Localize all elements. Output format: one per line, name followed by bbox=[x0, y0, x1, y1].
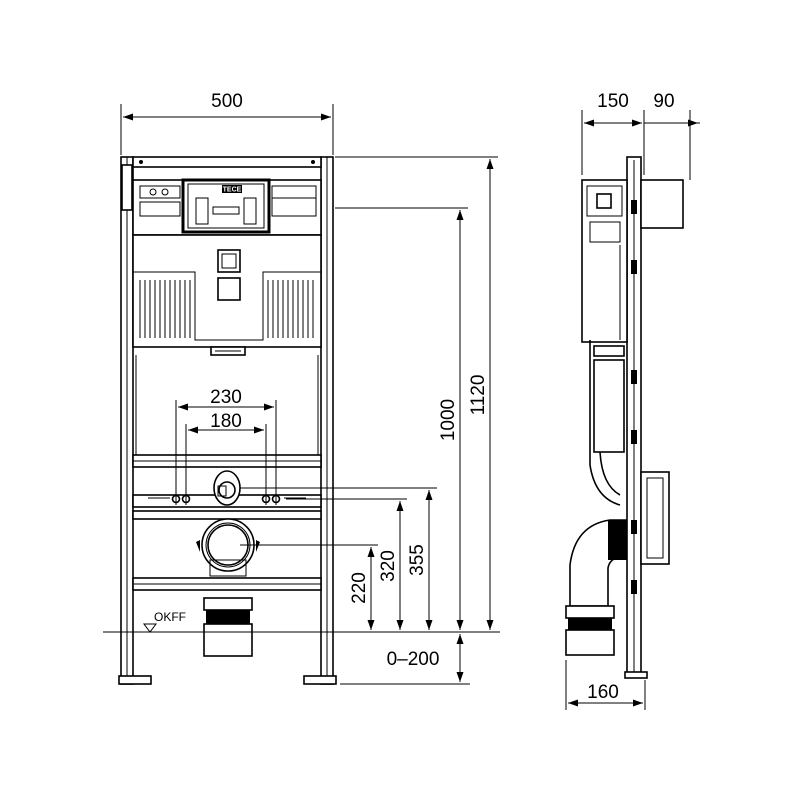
front-view: TECE bbox=[118, 156, 337, 685]
dim-label-90: 90 bbox=[653, 91, 674, 112]
dim-label-1120: 1120 bbox=[468, 375, 489, 416]
side-waste-pipe bbox=[565, 629, 615, 656]
dim-label-220: 220 bbox=[349, 572, 370, 604]
front-left-foot bbox=[118, 675, 152, 685]
floor-level-label: OKFF bbox=[154, 610, 186, 624]
dim-label-320: 320 bbox=[378, 550, 399, 582]
dim-label-500: 500 bbox=[211, 91, 243, 112]
brand-text: TECE bbox=[223, 187, 242, 194]
side-foot bbox=[624, 671, 648, 679]
dim-label-150: 150 bbox=[597, 91, 629, 112]
inspection-square-bottom bbox=[217, 277, 241, 301]
dim-label-160: 160 bbox=[587, 682, 619, 703]
dim-label-1000: 1000 bbox=[438, 399, 459, 441]
side-rear-bracket bbox=[640, 471, 670, 565]
dim-label-adjust: 0–200 bbox=[387, 649, 440, 670]
dim-label-230: 230 bbox=[210, 387, 242, 408]
dim-label-355: 355 bbox=[407, 544, 428, 576]
side-top-bracket bbox=[640, 179, 684, 229]
brand-logo bbox=[222, 185, 242, 193]
front-top-rail bbox=[132, 156, 322, 168]
inspection-square-top bbox=[217, 249, 241, 273]
floor-level-marker bbox=[143, 623, 157, 633]
side-view bbox=[565, 156, 684, 679]
dim-label-180: 180 bbox=[210, 411, 242, 432]
waste-pipe-collar bbox=[203, 597, 253, 611]
side-flush-pipe bbox=[593, 359, 625, 453]
front-right-foot bbox=[303, 675, 337, 685]
waste-pipe bbox=[203, 623, 253, 657]
vent-fins-left bbox=[139, 280, 191, 338]
vent-fins-right bbox=[267, 280, 314, 338]
flush-plate-frame bbox=[181, 178, 271, 234]
